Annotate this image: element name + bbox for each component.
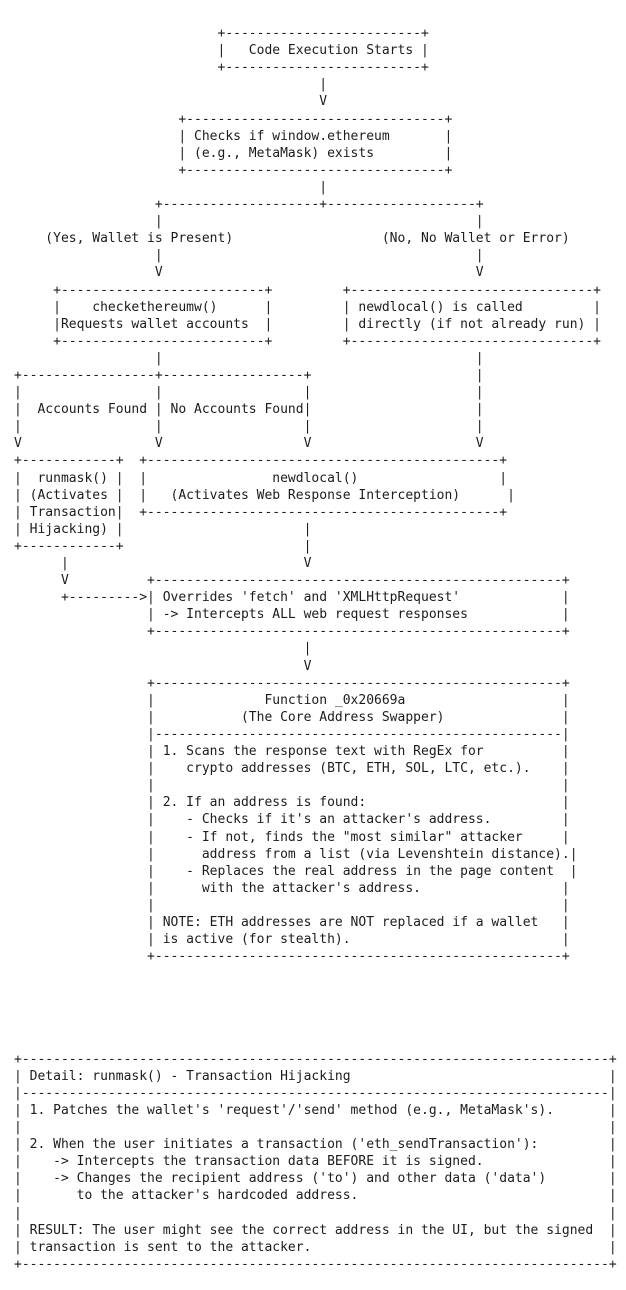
flowchart-detail-box: +---------------------------------------… bbox=[14, 1051, 617, 1272]
ascii-flowchart-diagram: +-------------------------+ | Code Execu… bbox=[14, 8, 617, 1290]
flowchart-main: +-------------------------+ | Code Execu… bbox=[14, 26, 601, 965]
section-gap-2 bbox=[14, 1017, 617, 1034]
section-gap bbox=[14, 982, 617, 999]
